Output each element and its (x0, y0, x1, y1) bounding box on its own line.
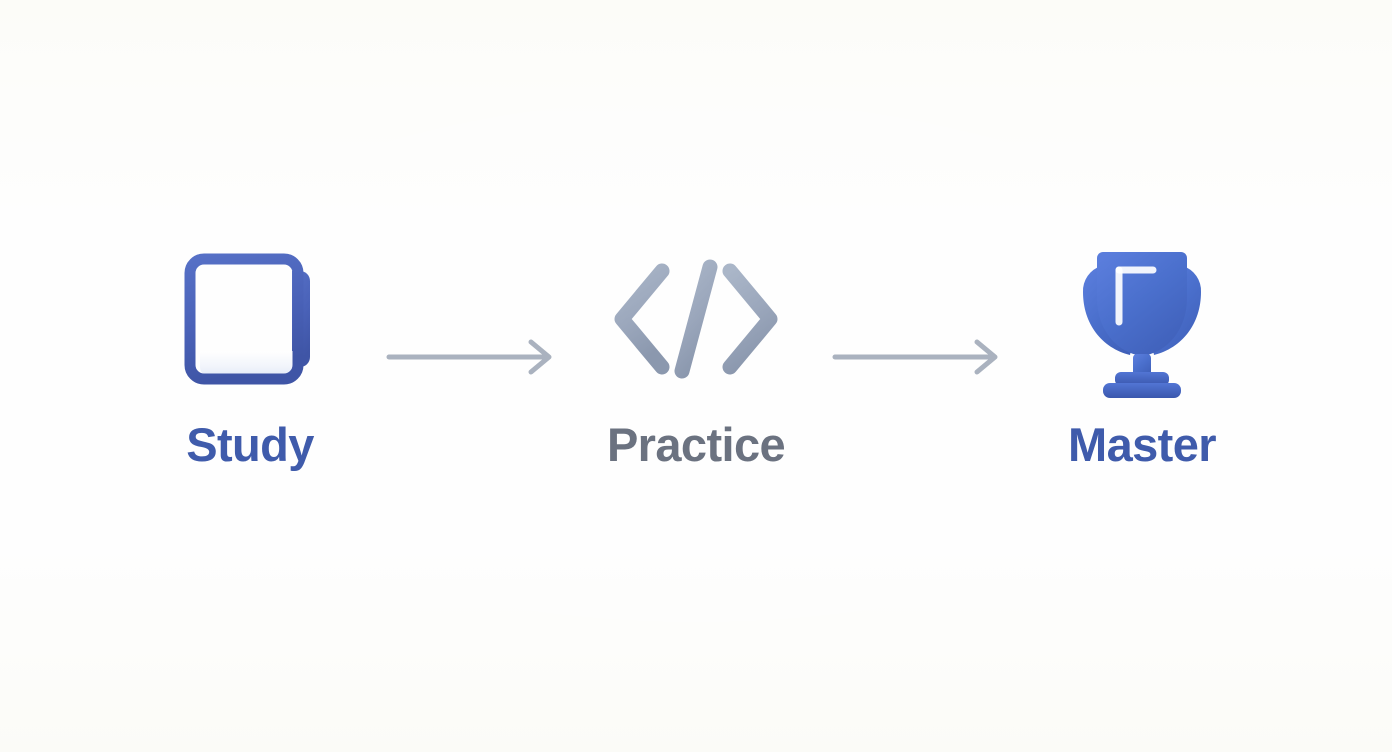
book-icon (184, 253, 310, 384)
forward-slash (674, 259, 718, 378)
study-icon-container (155, 226, 345, 411)
practice-icon-container (601, 226, 791, 411)
flow-step-label-practice: Practice (606, 418, 786, 471)
left-angle-bracket (614, 263, 670, 374)
arrow-right-icon (386, 339, 552, 375)
book-text-lines (212, 283, 280, 344)
flow-step-label-master: Master (1068, 418, 1217, 471)
trophy-stem (1133, 354, 1151, 376)
trophy-base-upper (1115, 372, 1169, 386)
trophy-base-lower (1103, 383, 1181, 398)
master-icon-container (1047, 226, 1237, 411)
flow-step-practice[interactable]: Practice (571, 226, 821, 526)
right-angle-bracket (722, 263, 778, 374)
flow-step-study[interactable]: Study (125, 226, 375, 526)
flow-step-label-study: Study (186, 418, 314, 471)
trophy-icon (1082, 252, 1202, 398)
code-brackets-icon (614, 259, 778, 378)
connector-practice-to-master (821, 312, 1017, 402)
connector-study-to-practice (375, 312, 571, 402)
flow-step-master[interactable]: Master (1017, 226, 1267, 526)
arrow-right-icon (832, 339, 998, 375)
